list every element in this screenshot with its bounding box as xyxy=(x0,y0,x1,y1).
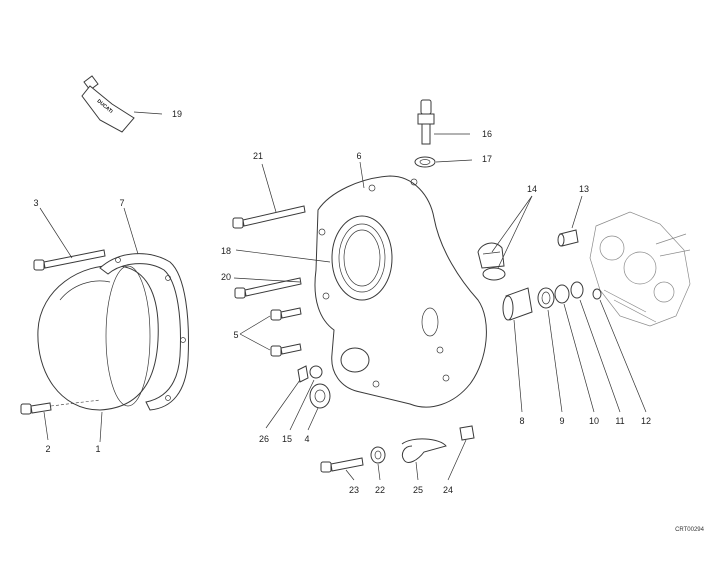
callout-13: 13 xyxy=(579,184,589,194)
callout-5: 5 xyxy=(233,330,238,340)
callout-21: 21 xyxy=(253,151,263,161)
callout-2: 2 xyxy=(45,444,50,454)
callout-26: 26 xyxy=(259,434,269,444)
callout-20: 20 xyxy=(221,272,231,282)
callout-labels: 1 2 3 4 5 6 7 8 9 10 11 12 13 14 15 16 1… xyxy=(33,109,651,495)
callout-3: 3 xyxy=(33,198,38,208)
clutch-cover-part xyxy=(37,265,159,411)
callout-17: 17 xyxy=(482,154,492,164)
callout-24: 24 xyxy=(443,485,453,495)
callout-19: 19 xyxy=(172,109,182,119)
short-bolts-part xyxy=(270,307,302,357)
callout-7: 7 xyxy=(119,198,124,208)
callout-14: 14 xyxy=(527,184,537,194)
long-screw-part xyxy=(33,249,106,271)
callout-11: 11 xyxy=(615,416,624,426)
callout-9: 9 xyxy=(559,416,564,426)
callout-12: 12 xyxy=(641,416,651,426)
callout-10: 10 xyxy=(589,416,599,426)
clutch-mechanism-background xyxy=(589,211,691,327)
small-seal-parts xyxy=(297,365,331,409)
reference-code: CRT00294 xyxy=(675,527,705,533)
cover-gasket-part xyxy=(99,253,189,411)
sensor-washer-part xyxy=(414,156,436,168)
callout-1: 1 xyxy=(95,444,100,454)
callout-23: 23 xyxy=(349,485,359,495)
short-screw-part xyxy=(20,399,101,415)
shaft-parts xyxy=(502,281,602,321)
clutch-casing-part xyxy=(314,175,487,408)
sensor-part xyxy=(417,99,435,145)
callout-15: 15 xyxy=(282,434,292,444)
callout-18: 18 xyxy=(221,246,231,256)
callout-25: 25 xyxy=(413,485,423,495)
long-bolts-part xyxy=(232,205,306,299)
callout-16: 16 xyxy=(482,129,492,139)
filler-plug-part xyxy=(477,242,506,281)
bottom-small-parts xyxy=(320,425,475,473)
bush-part xyxy=(557,229,579,247)
sealant-tube-part: DUCATI xyxy=(81,75,135,133)
callout-4: 4 xyxy=(304,434,309,444)
leader-lines xyxy=(39,111,647,481)
callout-6: 6 xyxy=(356,151,361,161)
callout-8: 8 xyxy=(519,416,524,426)
callout-22: 22 xyxy=(375,485,385,495)
